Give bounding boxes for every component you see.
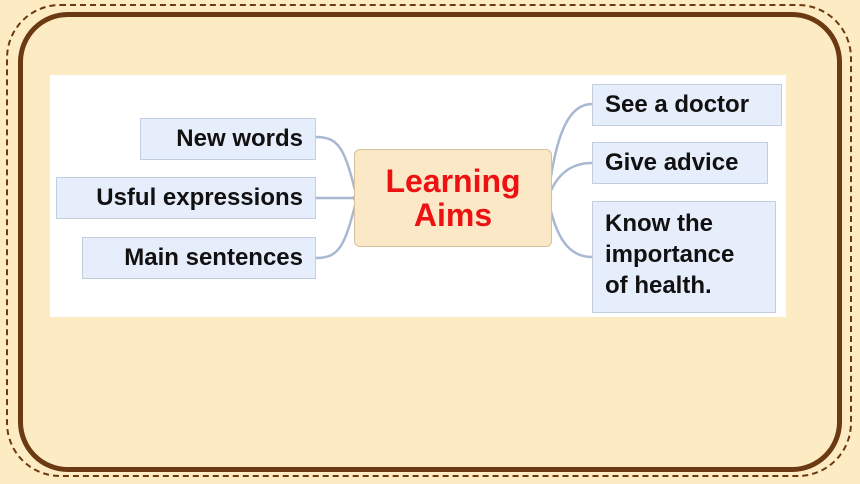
outer-dashed-frame bbox=[6, 4, 852, 477]
connector-know-importance bbox=[546, 197, 593, 259]
node-label-line: importance bbox=[605, 241, 735, 268]
node-label: New words bbox=[176, 125, 303, 152]
node-new-words[interactable]: New words bbox=[140, 118, 316, 160]
node-label: See a doctor bbox=[605, 91, 750, 118]
node-give-advice[interactable]: Give advice bbox=[592, 142, 768, 184]
node-main-sentences[interactable]: Main sentences bbox=[82, 237, 316, 279]
node-usful-expressions[interactable]: Usful expressions bbox=[56, 177, 316, 219]
center-title-line1: Learning bbox=[385, 163, 521, 199]
connector-give-advice bbox=[546, 161, 593, 199]
node-label-line: Know the bbox=[605, 210, 713, 237]
connector-new-words bbox=[315, 135, 359, 199]
center-title-line2: Aims bbox=[413, 197, 493, 233]
central-node-learning-aims[interactable]: Learning Aims bbox=[354, 149, 552, 247]
node-know-the-importance[interactable]: Know the importance of health. bbox=[592, 201, 776, 313]
node-see-a-doctor[interactable]: See a doctor bbox=[592, 84, 782, 126]
connector-main-sentences bbox=[315, 197, 359, 260]
node-label: Main sentences bbox=[124, 244, 303, 271]
node-label: Give advice bbox=[605, 149, 739, 176]
node-label: Usful expressions bbox=[96, 184, 303, 211]
node-label-line: of health. bbox=[605, 272, 712, 299]
